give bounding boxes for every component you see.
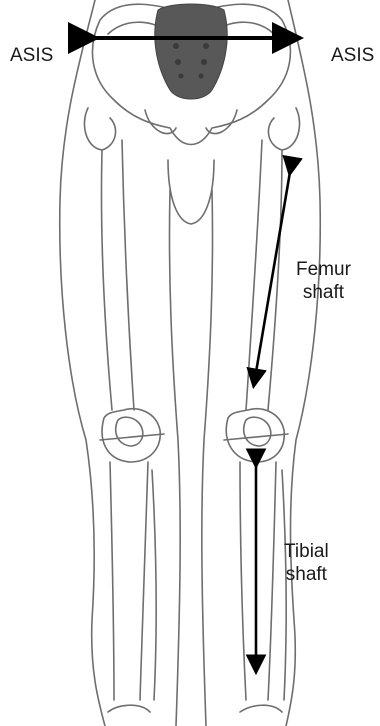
body-outline-right <box>286 0 320 726</box>
sacral-foramen <box>203 43 209 49</box>
tibia-left <box>110 462 148 700</box>
inner-thigh-right <box>202 190 213 726</box>
tibial-shaft-label-line1: Tibial <box>284 540 329 563</box>
patella-left <box>116 417 143 446</box>
knee-line-right <box>224 434 288 440</box>
sacral-foramen <box>175 59 181 65</box>
fibula-left <box>152 470 156 700</box>
femur-left-shaft <box>101 140 134 410</box>
tibial-shaft-label: Tibial shaft <box>284 540 329 586</box>
sacral-foramen <box>179 74 184 79</box>
femur-right-head <box>268 108 299 150</box>
sacral-foramen <box>173 43 179 49</box>
femur-left-head <box>84 108 115 150</box>
femur-right-shaft <box>246 140 282 410</box>
tibial-shaft-label-line2: shaft <box>284 563 329 586</box>
asis-right-label: ASIS <box>331 44 374 67</box>
inner-thigh-left <box>169 190 180 726</box>
sacrum <box>155 4 227 99</box>
knee-line-left <box>100 434 164 440</box>
patella-right <box>244 417 271 446</box>
asis-left-label: ASIS <box>10 44 53 67</box>
body-outline-left <box>60 0 105 726</box>
sacral-foramen <box>199 74 204 79</box>
pubic-outline <box>168 160 214 224</box>
ankle-left <box>108 705 150 712</box>
femur-shaft-label: Femur shaft <box>296 258 351 304</box>
femur-shaft-label-line1: Femur <box>296 258 351 281</box>
femur-shaft-label-line2: shaft <box>296 281 351 304</box>
sacral-foramen <box>201 59 207 65</box>
ankle-right <box>240 705 282 712</box>
tibia-right <box>240 462 276 700</box>
